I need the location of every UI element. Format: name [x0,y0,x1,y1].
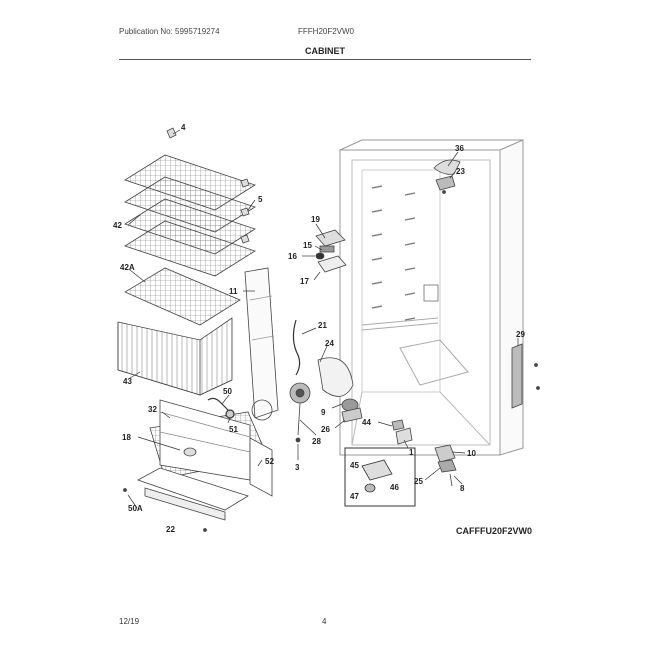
callout-4: 4 [181,123,186,132]
callout-18: 18 [122,433,131,442]
callout-15: 15 [303,241,312,250]
side-bracket [511,343,540,409]
switch-parts [391,419,413,445]
callout-32: 32 [148,405,157,414]
basket [117,267,241,396]
callout-24: 24 [325,339,334,348]
callout-19: 19 [311,215,320,224]
callout-22: 22 [166,525,175,534]
callout-11: 11 [229,287,238,296]
callout-10: 10 [467,449,476,458]
callout-25: 25 [414,477,423,486]
footer-date: 12/19 [119,617,140,626]
callout-5: 5 [258,195,263,204]
callout-16: 16 [288,252,297,261]
callout-23: 23 [456,167,465,176]
model-number: FFFH20F2VW0 [298,27,355,36]
front-panel [123,399,273,532]
callout-8: 8 [460,484,465,493]
callout-29: 29 [516,330,525,339]
callout-47: 47 [350,492,359,501]
callout-1: 1 [409,448,414,457]
wire-shelves [124,127,256,277]
callout-28: 28 [312,437,321,446]
inset-detail-box [344,447,416,507]
air-duct [244,267,279,421]
callout-46: 46 [390,483,399,492]
callout-52: 52 [265,457,274,466]
control-housing [315,229,347,273]
callout-50a: 50A [128,504,143,513]
callout-17: 17 [300,277,309,286]
callout-36: 36 [455,144,464,153]
bottom-hinge [434,444,457,487]
cabinet-body [339,139,524,456]
callout-42a: 42A [120,263,135,272]
callout-21: 21 [318,321,327,330]
callout-26: 26 [321,425,330,434]
section-title: CABINET [305,46,345,56]
callout-labels: 4 5 42 42A 43 11 50 51 32 18 52 50A 22 1… [113,123,525,534]
callout-51: 51 [229,425,238,434]
callout-9: 9 [321,408,326,417]
callout-42: 42 [113,221,122,230]
callout-44: 44 [362,418,371,427]
publication-number: Publication No: 5995719274 [119,27,220,36]
fan-assembly [289,357,363,443]
callout-43: 43 [123,377,132,386]
header-rule [119,59,531,60]
callout-45: 45 [350,461,359,470]
callout-3: 3 [295,463,300,472]
top-hinge [433,159,461,194]
wire-harness [207,319,301,419]
diagram-code: CAFFFU20F2VW0 [456,526,533,536]
callout-50: 50 [223,387,232,396]
leader-lines [127,129,519,509]
page-number: 4 [322,617,327,626]
